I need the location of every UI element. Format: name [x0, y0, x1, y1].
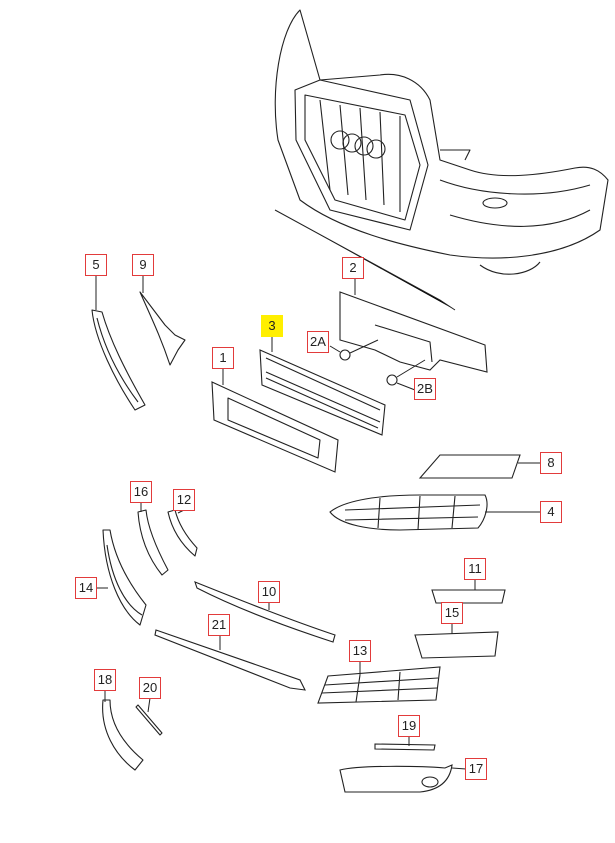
callout-8[interactable]: 8: [540, 452, 562, 474]
callout-3-highlighted[interactable]: 3: [261, 315, 283, 337]
part-21-lower-trim: [154, 629, 306, 691]
part-8-trim: [418, 454, 521, 479]
part-19-clip: [374, 743, 436, 751]
callout-12[interactable]: 12: [173, 489, 195, 511]
callout-5[interactable]: 5: [85, 254, 107, 276]
callout-21[interactable]: 21: [208, 614, 230, 636]
callout-2b[interactable]: 2B: [414, 378, 436, 400]
callout-17[interactable]: 17: [465, 758, 487, 780]
part-5-side-trim: [91, 309, 146, 411]
callout-2a[interactable]: 2A: [307, 331, 329, 353]
part-16-trim: [137, 509, 169, 576]
callout-4[interactable]: 4: [540, 501, 562, 523]
part-2a-clip: [339, 349, 351, 361]
callout-14[interactable]: 14: [75, 577, 97, 599]
callout-9[interactable]: 9: [132, 254, 154, 276]
part-11-trim: [431, 589, 506, 604]
part-9-bracket: [139, 291, 186, 366]
part-3-grille-frame: [259, 349, 386, 436]
callout-19[interactable]: 19: [398, 715, 420, 737]
callout-13[interactable]: 13: [349, 640, 371, 662]
part-4-side-grille: [329, 494, 488, 531]
part-2b-screw: [386, 374, 398, 386]
callout-10[interactable]: 10: [258, 581, 280, 603]
callout-1[interactable]: 1: [212, 347, 234, 369]
part-18-grille: [102, 699, 144, 771]
callout-18[interactable]: 18: [94, 669, 116, 691]
callout-11[interactable]: 11: [464, 558, 486, 580]
part-2-license-plate-bracket: [339, 291, 488, 373]
part-12-trim: [167, 509, 198, 557]
callout-2[interactable]: 2: [342, 257, 364, 279]
callout-20[interactable]: 20: [139, 677, 161, 699]
part-13-lower-grille: [317, 666, 441, 704]
callout-16[interactable]: 16: [130, 481, 152, 503]
callout-15[interactable]: 15: [441, 602, 463, 624]
part-14-grille: [102, 529, 147, 626]
part-15-bracket: [414, 631, 499, 659]
part-20-strip: [135, 704, 163, 736]
part-10-strip: [194, 581, 336, 643]
front-bumper-drawing: [274, 9, 609, 311]
